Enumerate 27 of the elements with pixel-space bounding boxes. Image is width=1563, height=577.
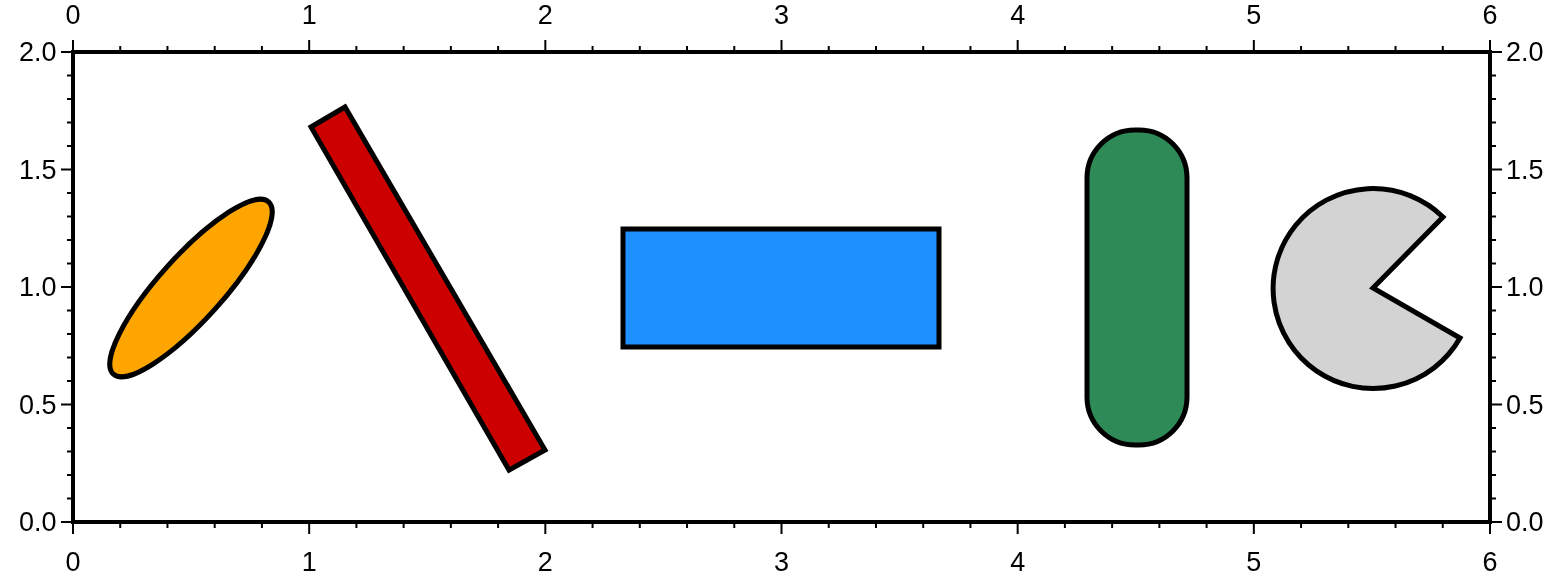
tick-label: 6 [1482, 547, 1498, 577]
tick-label: 5 [1246, 547, 1262, 577]
tick-label: 0.0 [19, 507, 57, 537]
tick-label: 1.5 [1506, 154, 1544, 185]
tick-label: 4 [1010, 0, 1026, 30]
tick-label: 1.0 [19, 272, 57, 302]
tick-label: 3 [774, 0, 790, 30]
tick-label: 0.5 [19, 389, 57, 420]
tick-label: 2 [537, 0, 553, 30]
tick-label: 6 [1482, 0, 1498, 30]
tick-label: 0.0 [1506, 507, 1544, 537]
ellipse-shape [107, 196, 275, 380]
tick-label: 3 [774, 547, 790, 577]
tick-label: 4 [1010, 547, 1026, 577]
tick-label: 1.5 [19, 154, 57, 185]
tick-label: 1 [301, 547, 317, 577]
pie-wedge-shape [1270, 186, 1463, 391]
tick-label: 0 [65, 547, 81, 577]
tick-label: 1.0 [1506, 272, 1544, 302]
tick-label: 1 [301, 0, 317, 30]
tick-label: 5 [1246, 0, 1262, 30]
tick-label: 0.5 [1506, 389, 1544, 420]
tick-label: 2.0 [1506, 37, 1544, 67]
rectangle-shape [620, 226, 942, 350]
tick-label: 2.0 [19, 37, 57, 67]
tick-label: 2 [537, 547, 553, 577]
tick-label: 0 [65, 0, 81, 30]
